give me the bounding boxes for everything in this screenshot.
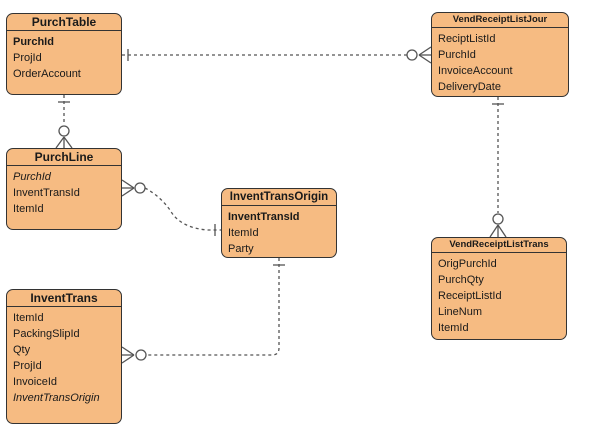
field-itemid: ItemId <box>228 227 259 239</box>
field-inventtransid: InventTransId <box>228 211 300 223</box>
rel-inventtrans-inventtransorigin <box>121 258 285 364</box>
rel-vendreceiptlistjour-vendreceiptlisttrans <box>489 97 507 238</box>
field-purchid: PurchId <box>13 36 54 48</box>
entity-title: VendReceiptListTrans <box>432 238 566 253</box>
field-origpurchid: OrigPurchId <box>438 258 497 270</box>
field-inventtransid: InventTransId <box>13 187 80 199</box>
field-linenum: LineNum <box>438 306 483 318</box>
field-purchid: PurchId <box>438 49 476 61</box>
field-qty: Qty <box>13 344 31 356</box>
entity-title: InventTransOrigin <box>222 189 336 206</box>
entity-purchtable[interactable]: PurchTable PurchId ProjId OrderAccount <box>6 13 122 95</box>
entity-inventtrans[interactable]: InventTrans ItemId PackingSlipId Qty Pro… <box>6 289 122 424</box>
entity-vendreceiptlistjour[interactable]: VendReceiptListJour ReciptListId PurchId… <box>431 12 569 97</box>
field-itemid: ItemId <box>13 312 44 324</box>
field-purchqty: PurchQty <box>438 274 484 286</box>
rel-purchline-inventtransorigin <box>121 179 221 236</box>
entity-inventtransorigin[interactable]: InventTransOrigin InventTransId ItemId P… <box>221 188 337 258</box>
field-projid: ProjId <box>13 360 42 372</box>
field-reciptlistid: ReciptListId <box>438 33 496 45</box>
field-party: Party <box>228 243 254 255</box>
field-itemid: ItemId <box>13 203 44 215</box>
rel-purchtable-purchline <box>55 95 73 149</box>
field-deliverydate: DeliveryDate <box>438 81 501 93</box>
field-inventtransorigin: InventTransOrigin <box>13 392 100 404</box>
entity-title: InventTrans <box>7 290 121 307</box>
field-receiptlistid: ReceiptListId <box>438 290 502 302</box>
rel-purchtable-vendreceiptlistjour <box>122 46 432 64</box>
field-projid: ProjId <box>13 52 42 64</box>
entity-vendreceiptlisttrans[interactable]: VendReceiptListTrans OrigPurchId PurchQt… <box>431 237 567 340</box>
field-purchid: PurchId <box>13 171 51 183</box>
field-itemid: ItemId <box>438 322 469 334</box>
entity-title: PurchTable <box>7 14 121 31</box>
field-invoiceid: InvoiceId <box>13 376 58 388</box>
field-invoiceaccount: InvoiceAccount <box>438 65 513 77</box>
entity-purchline[interactable]: PurchLine PurchId InventTransId ItemId <box>6 148 122 230</box>
field-packingslipid: PackingSlipId <box>13 328 80 340</box>
field-orderaccount: OrderAccount <box>13 68 81 80</box>
entity-title: VendReceiptListJour <box>432 13 568 28</box>
entity-title: PurchLine <box>7 149 121 166</box>
